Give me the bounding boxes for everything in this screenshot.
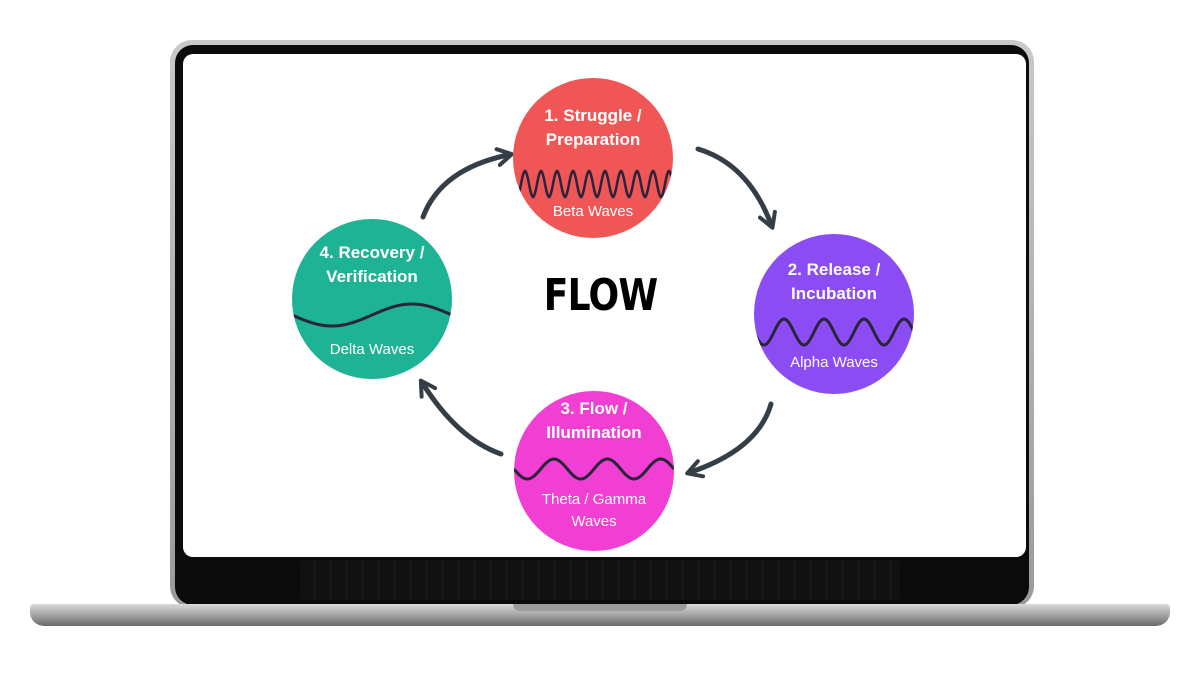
laptop-screen: 1. Struggle / Preparation Beta Waves 2. … [183, 54, 1026, 557]
theta-gamma-wave-icon [514, 457, 674, 481]
stage-3-title: 3. Flow / Illumination [546, 399, 642, 442]
stage-2-node: 2. Release / Incubation Alpha Waves [754, 234, 914, 394]
stage-4-wave-label: Delta Waves [329, 341, 415, 358]
arrow-1-to-2 [695, 146, 777, 230]
arrow-4-to-1 [420, 147, 514, 220]
laptop-base [30, 604, 1170, 626]
cycle-arrows [418, 146, 777, 479]
laptop-notch [513, 604, 687, 611]
stage-3-wave-label: Theta / Gamma Waves [541, 491, 647, 530]
flow-center-label: FLOW [543, 270, 658, 321]
keyboard-reflection [300, 560, 900, 600]
delta-wave-icon [292, 302, 452, 328]
stage-4-title: 4. Recovery / Verification [319, 243, 425, 286]
arrow-2-to-3 [685, 401, 774, 479]
stage-2-wave-label: Alpha Waves [790, 354, 878, 371]
arrow-3-to-4 [418, 378, 504, 457]
stage-2-title: 2. Release / Incubation [787, 260, 881, 303]
stage-1-wave-label: Beta Waves [552, 203, 634, 220]
stage-1-title: 1. Struggle / Preparation [544, 106, 642, 149]
stage-4-node: 4. Recovery / Verification Delta Waves [292, 219, 452, 379]
stage-3-node: 3. Flow / Illumination Theta / Gamma Wav… [514, 391, 674, 551]
beta-wave-icon [513, 169, 673, 199]
alpha-wave-icon [754, 317, 914, 347]
flow-cycle-diagram: 1. Struggle / Preparation Beta Waves 2. … [183, 54, 1026, 557]
stage-1-node: 1. Struggle / Preparation Beta Waves [513, 78, 673, 238]
